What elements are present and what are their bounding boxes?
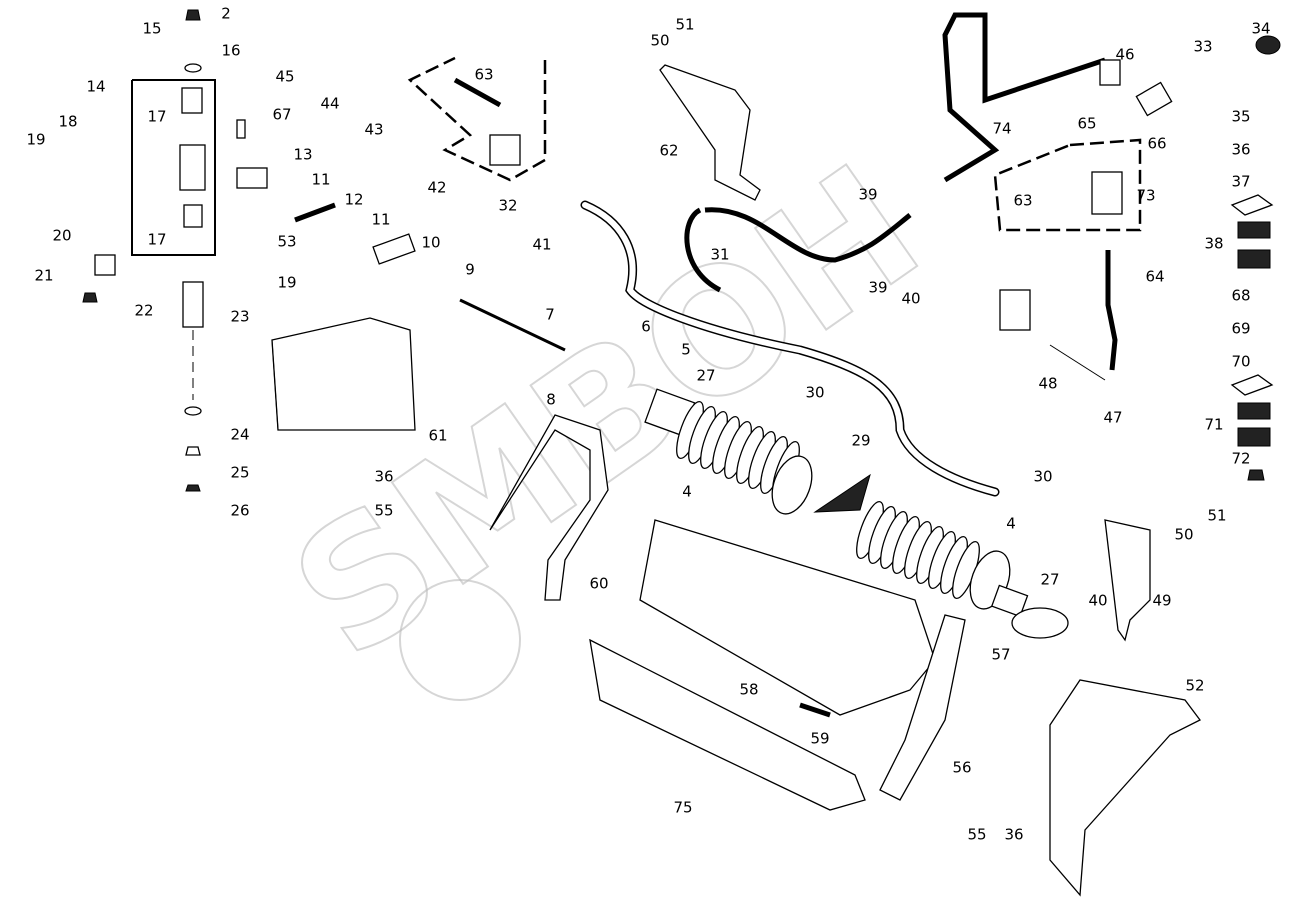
callout-39: 39 (868, 279, 887, 297)
callout-55: 55 (374, 502, 393, 520)
callout-31: 31 (710, 246, 729, 264)
callout-27: 27 (696, 367, 715, 385)
callout-49: 49 (1152, 592, 1171, 610)
callout-47: 47 (1103, 409, 1122, 427)
callout-36: 36 (1004, 826, 1023, 844)
callout-22: 22 (134, 302, 153, 320)
callout-20: 20 (52, 227, 71, 245)
callout-17: 17 (147, 231, 166, 249)
callout-24: 24 (230, 426, 249, 444)
callout-38: 38 (1204, 235, 1223, 253)
callout-58: 58 (739, 681, 758, 699)
callout-18: 18 (58, 113, 77, 131)
callout-39: 39 (858, 186, 877, 204)
callout-46: 46 (1115, 46, 1134, 64)
callout-65: 65 (1077, 115, 1096, 133)
callout-4: 4 (1006, 515, 1016, 533)
left-assembly (82, 9, 416, 492)
callout-29: 29 (851, 432, 870, 450)
callout-19: 19 (26, 131, 45, 149)
clamp-stack-upper (1230, 194, 1274, 269)
callout-6: 6 (641, 318, 651, 336)
callout-27: 27 (1040, 571, 1059, 589)
callout-55: 55 (967, 826, 986, 844)
callout-16: 16 (221, 42, 240, 60)
callout-72: 72 (1231, 450, 1250, 468)
callout-42: 42 (427, 179, 446, 197)
callout-59: 59 (810, 730, 829, 748)
callout-26: 26 (230, 502, 249, 520)
callout-36: 36 (374, 468, 393, 486)
callout-19: 19 (277, 274, 296, 292)
callout-61: 61 (428, 427, 447, 445)
callout-11: 11 (371, 211, 390, 229)
callout-12: 12 (344, 191, 363, 209)
callout-30: 30 (805, 384, 824, 402)
callout-63: 63 (474, 66, 493, 84)
callout-10: 10 (421, 234, 440, 252)
callout-40: 40 (901, 290, 920, 308)
callout-35: 35 (1231, 108, 1250, 126)
callout-74: 74 (992, 120, 1011, 138)
right-assembly (942, 12, 1281, 897)
callout-50: 50 (650, 32, 669, 50)
spring-lower (856, 500, 1029, 618)
spring-upper (644, 388, 813, 515)
callout-8: 8 (546, 391, 556, 409)
callout-45: 45 (275, 68, 294, 86)
callout-36: 36 (1231, 141, 1250, 159)
callout-57: 57 (991, 646, 1010, 664)
callout-13: 13 (293, 146, 312, 164)
callout-41: 41 (532, 236, 551, 254)
callout-23: 23 (230, 308, 249, 326)
callout-56: 56 (952, 759, 971, 777)
callout-70: 70 (1231, 353, 1250, 371)
callout-34: 34 (1251, 20, 1270, 38)
callout-51: 51 (1207, 507, 1226, 525)
callout-63: 63 (1013, 192, 1032, 210)
callout-32: 32 (498, 197, 517, 215)
callout-60: 60 (589, 575, 608, 593)
callout-5: 5 (681, 341, 691, 359)
callout-30: 30 (1033, 468, 1052, 486)
callout-2: 2 (221, 5, 231, 23)
callout-25: 25 (230, 464, 249, 482)
callout-33: 33 (1193, 38, 1212, 56)
callout-62: 62 (659, 142, 678, 160)
callout-53: 53 (277, 233, 296, 251)
callout-37: 37 (1231, 173, 1250, 191)
callout-4: 4 (682, 483, 692, 501)
callout-52: 52 (1185, 677, 1204, 695)
callout-17: 17 (147, 108, 166, 126)
callout-44: 44 (320, 95, 339, 113)
callout-66: 66 (1147, 135, 1166, 153)
callout-14: 14 (86, 78, 105, 96)
callout-11: 11 (311, 171, 330, 189)
callout-50: 50 (1174, 526, 1193, 544)
callout-48: 48 (1038, 375, 1057, 393)
callout-21: 21 (34, 267, 53, 285)
callout-40: 40 (1088, 592, 1107, 610)
callout-15: 15 (142, 20, 161, 38)
callout-7: 7 (545, 306, 555, 324)
callout-64: 64 (1145, 268, 1164, 286)
callout-75: 75 (673, 799, 692, 817)
callout-71: 71 (1204, 416, 1223, 434)
center-assembly (407, 56, 1069, 811)
callout-51: 51 (675, 16, 694, 34)
callout-67: 67 (272, 106, 291, 124)
callout-73: 73 (1136, 187, 1155, 205)
callout-68: 68 (1231, 287, 1250, 305)
clamp-stack-lower (1230, 374, 1274, 447)
callout-69: 69 (1231, 320, 1250, 338)
callout-9: 9 (465, 261, 475, 279)
callout-43: 43 (364, 121, 383, 139)
